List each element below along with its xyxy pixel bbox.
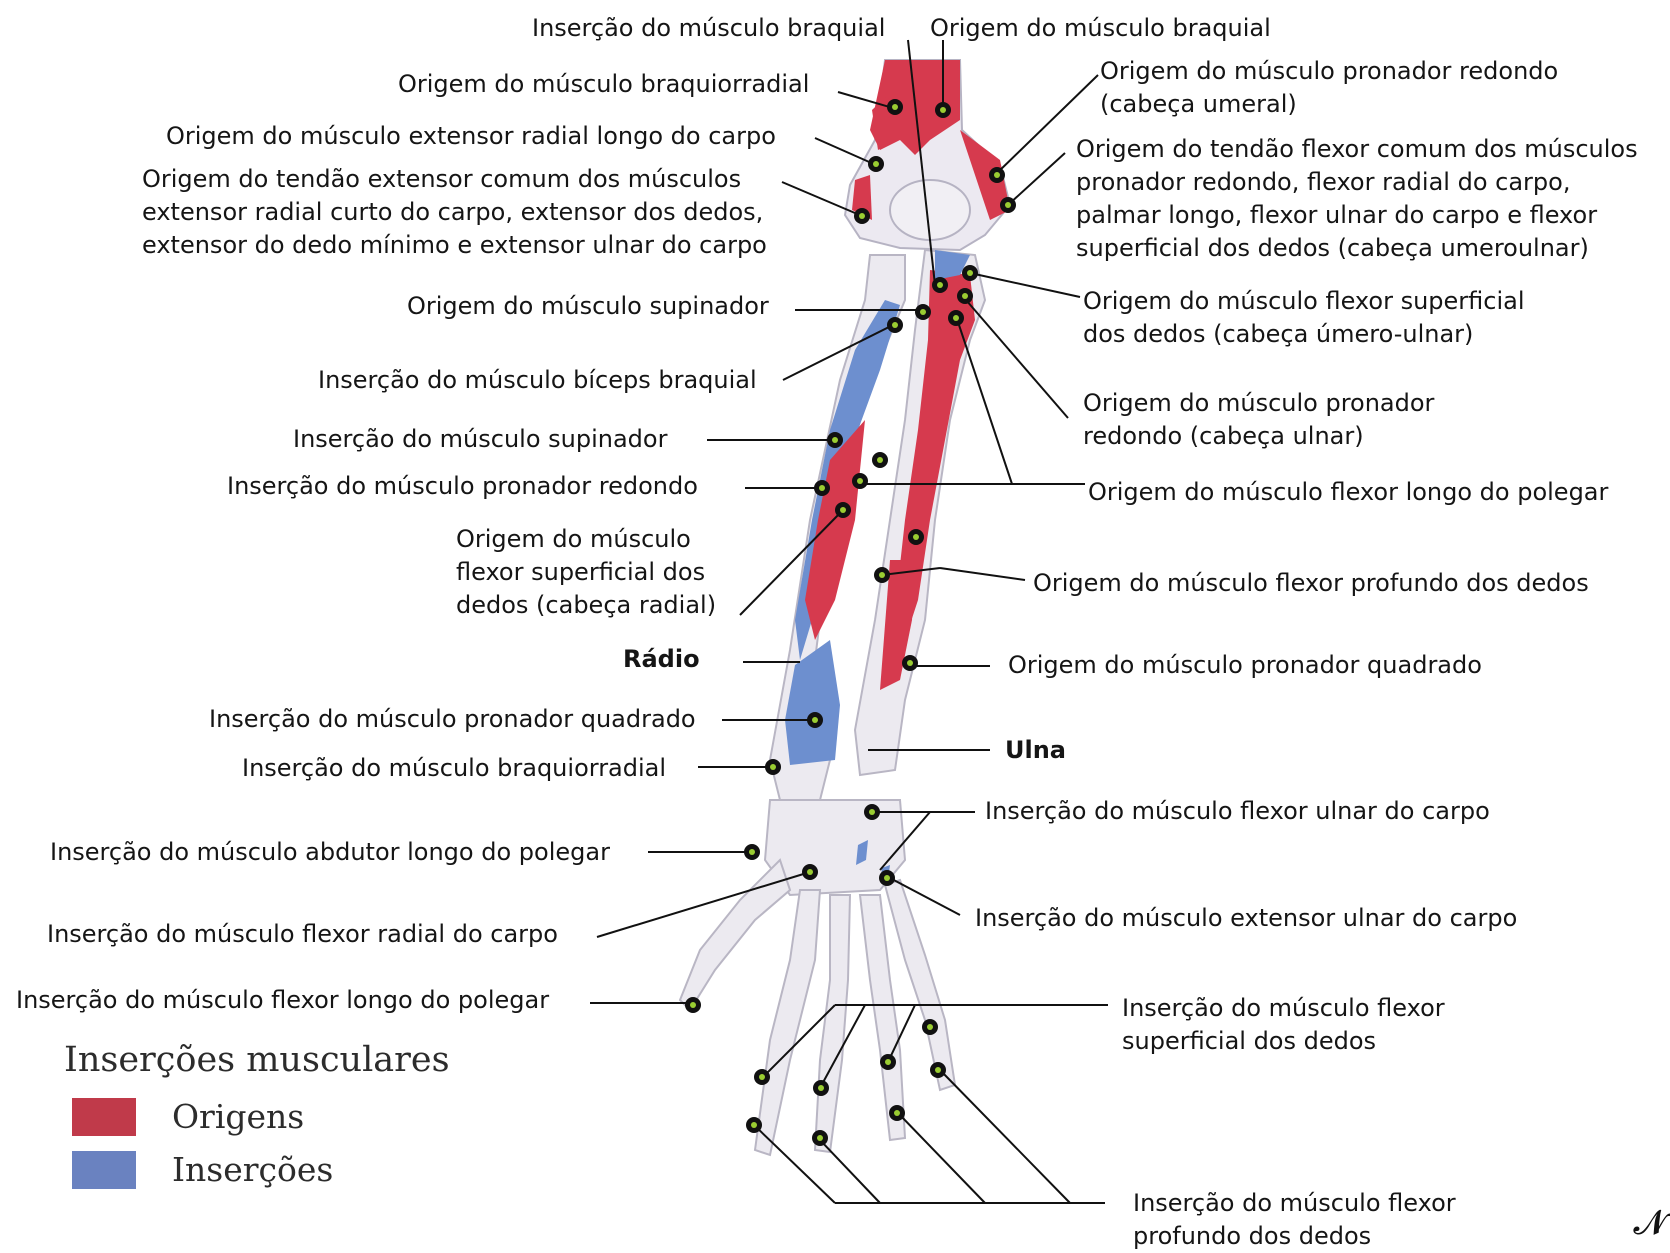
hand-bones	[680, 800, 955, 1155]
label-origem-extensor-radial-longo: Origem do músculo extensor radial longo …	[166, 120, 776, 153]
legend-swatch-origens	[72, 1098, 136, 1136]
legend-swatch-insercoes	[72, 1151, 136, 1189]
label-insercao-flexor-ulnar-carpo: Inserção do músculo flexor ulnar do carp…	[985, 795, 1490, 828]
label-origem-pronador-redondo-umeral: Origem do músculo pronador redondo (cabe…	[1100, 55, 1558, 121]
label-origem-supinador: Origem do músculo supinador	[407, 290, 769, 323]
label-insercao-extensor-ulnar-carpo: Inserção do músculo extensor ulnar do ca…	[975, 902, 1517, 935]
label-insercao-braquiorradial: Inserção do músculo braquiorradial	[242, 752, 666, 785]
label-origem-flexor-superficial-umero-ulnar: Origem do músculo flexor superficial dos…	[1083, 285, 1525, 351]
label-origem-braquiorradial: Origem do músculo braquiorradial	[398, 68, 809, 101]
label-insercao-flexor-superficial-dedos: Inserção do músculo flexor superficial d…	[1122, 992, 1445, 1058]
label-insercao-biceps-braquial: Inserção do músculo bíceps braquial	[318, 364, 757, 397]
label-origem-braquial: Origem do músculo braquial	[930, 12, 1271, 45]
label-ulna: Ulna	[1005, 734, 1066, 767]
label-insercao-supinador: Inserção do músculo supinador	[293, 423, 667, 456]
label-origem-flexor-profundo: Origem do músculo flexor profundo dos de…	[1033, 567, 1589, 600]
label-insercao-flexor-profundo-dedos: Inserção do músculo flexor profundo dos …	[1133, 1187, 1456, 1253]
label-origem-pronador-quadrado: Origem do músculo pronador quadrado	[1008, 649, 1482, 682]
label-insercao-flexor-longo-polegar: Inserção do músculo flexor longo do pole…	[16, 984, 549, 1017]
label-origem-tendao-flexor-comum: Origem do tendão flexor comum dos múscul…	[1076, 133, 1638, 265]
label-insercao-pronador-quadrado: Inserção do músculo pronador quadrado	[209, 703, 696, 736]
label-origem-flexor-longo-polegar: Origem do músculo flexor longo do polega…	[1088, 476, 1608, 509]
legend-item-insercoes: Inserções	[72, 1150, 333, 1189]
label-insercao-abdutor-longo-polegar: Inserção do músculo abdutor longo do pol…	[50, 836, 610, 869]
signature-mark: 𝓝	[1633, 1203, 1666, 1243]
label-insercao-pronador-redondo: Inserção do músculo pronador redondo	[227, 470, 698, 503]
legend-item-origens: Origens	[72, 1097, 304, 1136]
label-insercao-flexor-radial-carpo: Inserção do músculo flexor radial do car…	[47, 918, 558, 951]
legend-label-origens: Origens	[172, 1097, 304, 1136]
label-origem-flexor-superficial-radial: Origem do músculo flexor superficial dos…	[456, 523, 716, 622]
label-origem-pronador-redondo-ulnar: Origem do músculo pronador redondo (cabe…	[1083, 387, 1434, 453]
label-radio: Rádio	[623, 643, 700, 676]
legend-label-insercoes: Inserções	[172, 1150, 333, 1189]
legend-title: Inserções musculares	[64, 1040, 450, 1080]
label-insercao-braquial: Inserção do músculo braquial	[532, 12, 885, 45]
label-origem-tendao-extensor-comum: Origem do tendão extensor comum dos músc…	[142, 163, 767, 262]
